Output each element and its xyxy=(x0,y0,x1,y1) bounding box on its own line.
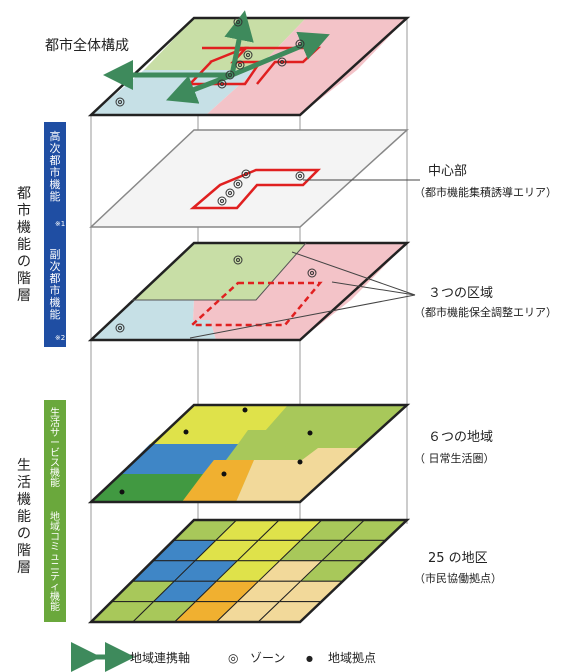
high-func-label: 高次都市機能 xyxy=(50,129,61,203)
three-areas-sub-label: （都市機能保全調整エリア） xyxy=(414,305,557,319)
six-regions-sub-label: （ 日常生活圏） xyxy=(414,451,495,465)
zone-legend-icon: ◎ xyxy=(228,651,238,665)
diagram-title: 都市全体構成 xyxy=(45,37,129,54)
region-bases xyxy=(119,407,313,495)
layer-six-regions xyxy=(87,403,411,504)
high-func-note: ※1 xyxy=(55,220,65,228)
zone-symbols-center xyxy=(217,169,305,206)
layer-25-districts xyxy=(87,518,411,624)
legend-axis-label: 地域連携軸 xyxy=(130,650,190,665)
layer-center xyxy=(89,129,409,228)
high-func-bar xyxy=(44,122,66,347)
sub-func-note: ※2 xyxy=(55,334,65,342)
legend-zone-label: ゾーン xyxy=(250,651,285,665)
three-areas-label: ３つの区域 xyxy=(428,286,493,301)
urban-hierarchy-label: 都市機能の階層 xyxy=(17,186,31,304)
zone-symbols-three xyxy=(115,255,317,333)
life-hierarchy-label: 生活機能の階層 xyxy=(17,458,31,576)
legend-base-label: 地域拠点 xyxy=(328,651,376,665)
sub-func-label: 副次都市機能 xyxy=(50,248,61,321)
base-legend-icon: ● xyxy=(306,654,313,663)
center-sub-label: （都市機能集積誘導エリア） xyxy=(414,185,557,199)
life-func-bar xyxy=(44,400,66,622)
zone-symbols-top xyxy=(115,17,305,107)
district-grid-outline xyxy=(87,518,411,624)
layer-city-overall xyxy=(87,10,411,117)
legend: 地域連携軸 ◎ ゾーン ● 地域拠点 xyxy=(71,642,376,672)
life-service-label: 生活サービス機能 xyxy=(50,406,60,489)
layer-three-areas xyxy=(87,241,411,342)
six-regions-label: ６つの地域 xyxy=(428,430,493,445)
districts-label: 25 の地区 xyxy=(428,551,488,566)
community-label: 地域コミュニティ機能 xyxy=(50,510,60,613)
center-label: 中心部 xyxy=(428,164,467,179)
districts-sub-label: （市民協働拠点） xyxy=(414,571,502,585)
leader-lines xyxy=(189,179,420,339)
